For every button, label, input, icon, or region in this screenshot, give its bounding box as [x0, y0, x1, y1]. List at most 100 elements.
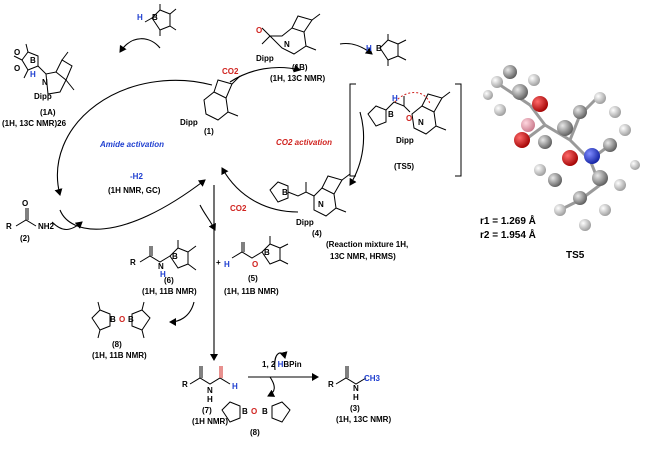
c8b-o: O	[251, 407, 258, 416]
c2-nh2: NH2	[38, 222, 55, 231]
c7-n: N	[207, 386, 213, 395]
compound-7-structure	[189, 366, 231, 385]
c3-id: (3)	[350, 404, 360, 413]
entry-arrows	[51, 38, 319, 397]
compound-8b-structure	[221, 401, 291, 423]
c1B-id: (1B)	[292, 63, 308, 72]
c8-b1: B	[110, 315, 116, 324]
c6-n: N	[158, 262, 164, 271]
c6-h: H	[160, 270, 166, 279]
c4-n: N	[318, 200, 324, 209]
c4-nmr2: 13C NMR, HRMS)	[330, 252, 396, 261]
c8b-b2: B	[262, 407, 268, 416]
compound-5-structure	[231, 236, 289, 265]
hbpin-right-h: H	[366, 44, 372, 53]
ts-r1: r1 = 1.269 Å	[480, 216, 536, 227]
c7-r: R	[182, 380, 188, 389]
plus-sign: +	[216, 258, 221, 267]
hbpin-right-b: B	[376, 44, 382, 53]
c3-nmr: (1H, 13C NMR)	[336, 415, 392, 424]
c5-nmr: (1H, 11B NMR)	[224, 287, 279, 296]
co2-activation-label: CO2 activation	[276, 138, 333, 147]
ts-name: TS5	[566, 250, 585, 261]
c1A-id: (1A)	[40, 108, 56, 117]
c1B-nmr: (1H, 13C NMR)	[270, 74, 326, 83]
hbpin-top-b: B	[152, 13, 158, 22]
c2-id: (2)	[20, 234, 30, 243]
c1B-n: N	[284, 40, 290, 49]
c8-o: O	[119, 315, 126, 324]
c1A-o2: O	[14, 64, 21, 73]
c1-dipp: Dipp	[180, 118, 198, 127]
c1-id: (1)	[204, 127, 214, 136]
c4-b: B	[282, 188, 288, 197]
c7-nmr: (1H NMR)	[192, 417, 228, 426]
ts5-dipp: Dipp	[396, 136, 414, 145]
amide-activation-cycle	[54, 79, 213, 230]
c5-h: H	[224, 260, 230, 269]
reagent-label: 1, 2 HBPin	[262, 360, 302, 369]
c4-nmr: (Reaction mixture 1H,	[326, 240, 409, 249]
compound-6-structure	[139, 240, 197, 271]
co2-top-label: CO2	[222, 67, 239, 76]
c3-h: H	[353, 393, 359, 402]
c6-r: R	[130, 258, 136, 267]
c5-o: O	[252, 260, 259, 269]
c8-id: (8)	[112, 340, 122, 349]
compound-3-structure	[335, 366, 367, 385]
co2-mid-label: CO2	[230, 204, 247, 213]
c1B-o: O	[256, 26, 263, 35]
co2-activation-cycle	[221, 42, 373, 213]
c2-r: R	[6, 222, 12, 231]
c8b-b1: B	[242, 407, 248, 416]
h2-nmr-label: (1H NMR, GC)	[108, 186, 161, 195]
c3-ch3: CH3	[364, 374, 381, 383]
hbpin-top-h: H	[137, 13, 143, 22]
c7-id: (7)	[202, 406, 212, 415]
c1A-dipp: Dipp	[34, 92, 52, 101]
compound-1-structure	[203, 75, 241, 121]
compound-1A-structure	[13, 43, 75, 95]
ts5-o: O	[406, 114, 413, 123]
c8b-id: (8)	[250, 428, 260, 437]
amide-activation-label: Amide activation	[100, 140, 165, 149]
pinacolborane-right	[379, 34, 407, 66]
c8-b2: B	[128, 315, 134, 324]
compound-4-structure	[269, 173, 351, 217]
c8-nmr: (1H, 11B NMR)	[92, 351, 147, 360]
c3-r: R	[328, 380, 334, 389]
c1A-o1: O	[14, 48, 21, 57]
compound-2-structure	[15, 208, 37, 227]
reagent-suffix: BPin	[283, 360, 302, 369]
c1A-nmr: (1H, 13C NMR)26	[2, 119, 67, 128]
reagent-h: H	[277, 360, 284, 369]
c1A-h: H	[30, 70, 36, 79]
c6-id: (6)	[164, 276, 174, 285]
compound-1B-structure	[261, 13, 321, 55]
ts5-3d-model	[483, 65, 640, 231]
compound-8-structure	[91, 301, 151, 339]
ts5-h: H	[392, 94, 398, 103]
c4-id: (4)	[312, 229, 322, 238]
c6-b: B	[172, 252, 178, 261]
ts5-id: (TS5)	[394, 162, 414, 171]
c1B-dipp: Dipp	[256, 54, 274, 63]
ts5-bracket-and-structure	[349, 83, 462, 177]
ts-r2: r2 = 1.954 Å	[480, 230, 536, 241]
c6-nmr: (1H, 11B NMR)	[142, 287, 197, 296]
c3-n: N	[353, 384, 359, 393]
c1A-n: N	[42, 78, 48, 87]
c7-h: H	[207, 395, 213, 404]
c7-h2: H	[232, 382, 238, 391]
c5-b: B	[264, 248, 270, 257]
ts5-n: N	[418, 118, 424, 127]
h2-release-label: -H2	[130, 172, 143, 181]
c5-id: (5)	[248, 274, 258, 283]
reagent-prefix: 1, 2	[262, 360, 278, 369]
c2-o: O	[22, 199, 29, 208]
c1A-b: B	[30, 56, 36, 65]
pinacolborane-top	[144, 4, 177, 36]
c4-dipp: Dipp	[296, 218, 314, 227]
ts5-b: B	[388, 110, 394, 119]
